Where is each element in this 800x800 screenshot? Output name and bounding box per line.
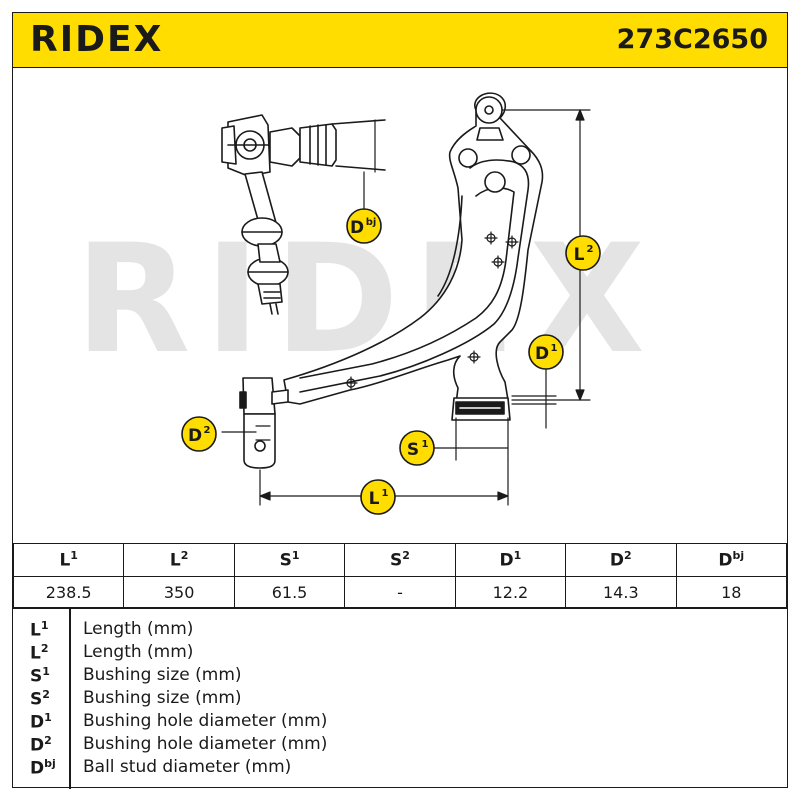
legend-symbol: D2 (30, 734, 52, 756)
svg-text:bj: bj (366, 217, 377, 228)
badge-l2: L 2 (565, 235, 601, 271)
spec-header: D1 (454, 543, 567, 577)
legend-row: S2 Bushing size (mm) (13, 688, 787, 710)
svg-text:D: D (350, 218, 364, 238)
part-number: 273C2650 (616, 24, 768, 55)
svg-text:L: L (574, 245, 585, 265)
spec-value: 350 (123, 576, 235, 608)
legend-description: Bushing hole diameter (mm) (83, 711, 328, 731)
spec-value: 18 (675, 576, 788, 608)
spec-value: 12.2 (454, 576, 567, 608)
legend-row: L1 Length (mm) (13, 619, 787, 641)
svg-text:D: D (188, 426, 202, 446)
spec-value: - (344, 576, 456, 608)
spec-header: S1 (233, 543, 346, 577)
svg-text:2: 2 (587, 244, 594, 255)
svg-text:L: L (369, 489, 380, 509)
svg-text:S: S (407, 440, 419, 460)
spec-header-row: L1 L2 S1 S2 D1 D2 Dbj (12, 543, 788, 577)
legend-description: Length (mm) (83, 619, 194, 639)
spec-value: 238.5 (12, 576, 125, 608)
spec-header: L1 (12, 543, 125, 577)
legend-symbol: L2 (30, 642, 49, 664)
spec-table: L1 L2 S1 S2 D1 D2 Dbj 238.5 350 61.5 - 1… (12, 543, 788, 608)
legend-symbol: Dbj (30, 757, 56, 779)
badge-d1: D 1 (528, 334, 564, 370)
spec-value-row: 238.5 350 61.5 - 12.2 14.3 18 (12, 576, 788, 608)
control-arm-drawing (239, 92, 544, 469)
legend-description: Bushing size (mm) (83, 688, 242, 708)
svg-text:1: 1 (422, 439, 429, 450)
spec-header: Dbj (675, 543, 788, 577)
legend-row: S1 Bushing size (mm) (13, 665, 787, 687)
header-bar (12, 12, 788, 68)
badge-s1: S 1 (399, 430, 435, 466)
svg-text:D: D (535, 344, 549, 364)
legend-row: D1 Bushing hole diameter (mm) (13, 711, 787, 733)
legend-divider (69, 609, 71, 789)
legend-description: Ball stud diameter (mm) (83, 757, 292, 777)
legend-symbol: D1 (30, 711, 52, 733)
legend-symbol: S2 (30, 688, 50, 710)
technical-drawing: D bj L 2 D 1 D 2 S 1 L 1 (13, 69, 787, 543)
spec-header: D2 (565, 543, 677, 577)
svg-text:1: 1 (551, 343, 558, 354)
spec-header: L2 (123, 543, 235, 577)
spec-value: 14.3 (565, 576, 677, 608)
legend-description: Bushing size (mm) (83, 665, 242, 685)
badge-l1: L 1 (360, 479, 396, 515)
badge-d2: D 2 (181, 416, 217, 452)
legend-symbol: S1 (30, 665, 50, 687)
legend-row: L2 Length (mm) (13, 642, 787, 664)
svg-text:2: 2 (204, 425, 211, 436)
brand-logo: RIDEX (30, 19, 164, 60)
spec-value: 61.5 (233, 576, 346, 608)
stabilizer-link-drawing (221, 114, 386, 315)
legend: L1 Length (mm) L2 Length (mm) S1 Bushing… (13, 608, 787, 789)
spec-header: S2 (344, 543, 456, 577)
legend-row: D2 Bushing hole diameter (mm) (13, 734, 787, 756)
legend-row: Dbj Ball stud diameter (mm) (13, 757, 787, 779)
legend-symbol: L1 (30, 619, 49, 641)
svg-text:1: 1 (382, 488, 389, 499)
legend-description: Bushing hole diameter (mm) (83, 734, 328, 754)
legend-description: Length (mm) (83, 642, 194, 662)
badge-dbj: D bj (346, 208, 382, 244)
